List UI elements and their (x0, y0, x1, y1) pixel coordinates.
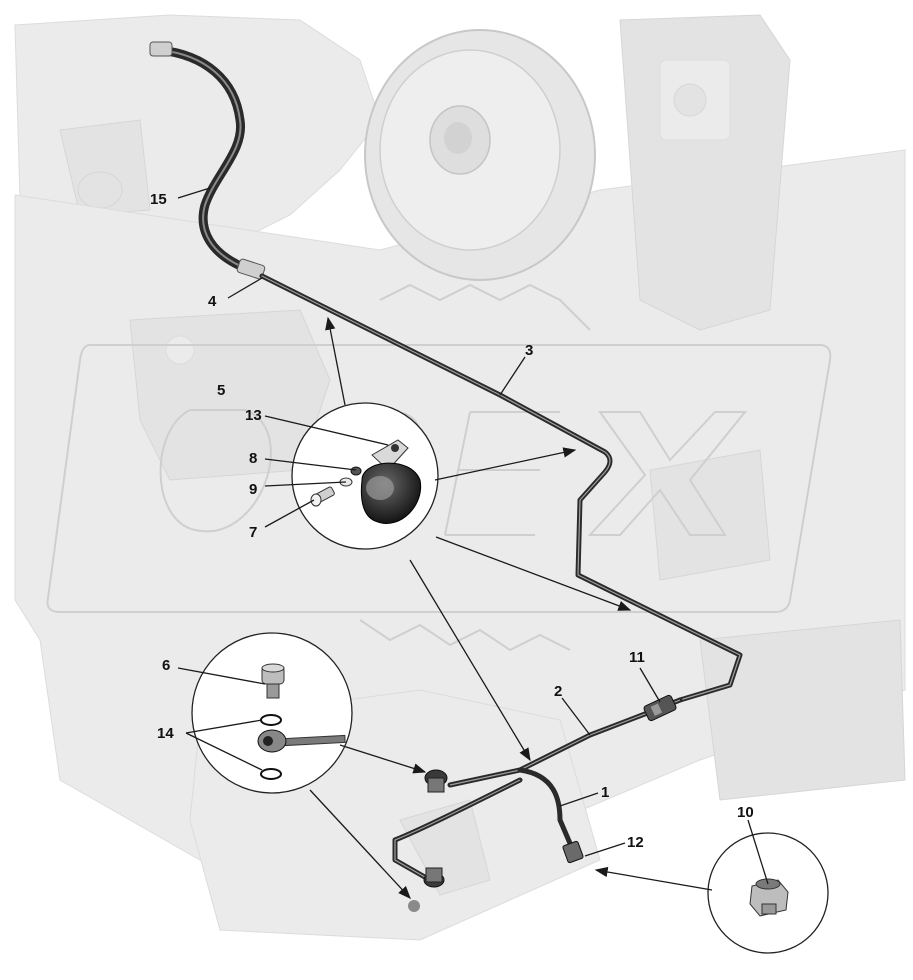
callout-labels: 15 4 3 5 13 8 9 7 6 14 11 2 1 12 10 (150, 191, 754, 851)
pipe-1 (392, 767, 575, 883)
leader-arrows (309, 316, 713, 899)
callout-9: 9 (249, 481, 257, 498)
banjo-fitting-upper (424, 769, 448, 793)
detail-circle-banjo (191, 632, 353, 794)
callout-6: 6 (162, 657, 170, 674)
banjo-fitting-lower (408, 867, 445, 912)
pipe-3 (259, 273, 743, 703)
callout-11: 11 (629, 649, 645, 666)
callout-14: 14 (157, 725, 174, 742)
callout-3: 3 (525, 342, 533, 359)
pipe-coupler-11 (643, 694, 677, 722)
callout-13: 13 (245, 407, 262, 424)
union-fitting-12 (562, 840, 584, 864)
callout-1: 1 (601, 784, 609, 801)
detail-circle-plug (707, 832, 829, 954)
callout-8: 8 (249, 450, 257, 467)
callout-15: 15 (150, 191, 167, 208)
callout-10: 10 (737, 804, 754, 821)
flywheel-housing (364, 29, 596, 281)
callout-4: 4 (208, 293, 217, 310)
callout-leaders (177, 187, 769, 885)
callout-5: 5 (217, 382, 225, 399)
callout-2: 2 (554, 683, 562, 700)
callout-7: 7 (249, 524, 257, 541)
detail-circle-sensor (291, 402, 439, 550)
callout-12: 12 (627, 834, 644, 851)
flexible-hose-15 (149, 41, 266, 280)
